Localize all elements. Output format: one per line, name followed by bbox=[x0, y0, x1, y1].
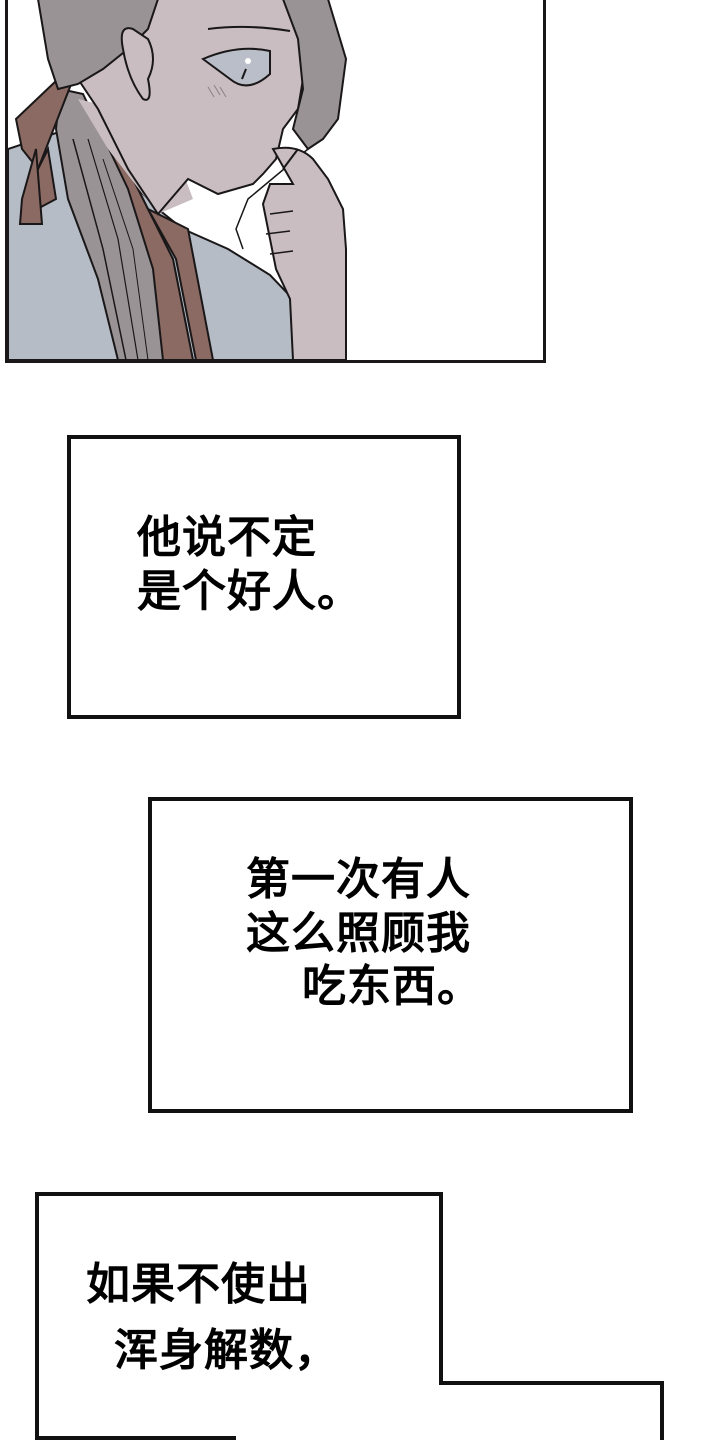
character-profile-illustration bbox=[8, 0, 543, 360]
caption-1-line-2: 是个好人。 bbox=[137, 565, 362, 617]
caption-3-line-1: 如果不使出 bbox=[86, 1259, 311, 1310]
caption-2-line-2: 这么照顾我 bbox=[246, 907, 471, 959]
caption-box-3-outline bbox=[35, 1192, 664, 1440]
comic-panel-illustration bbox=[5, 0, 546, 363]
caption-2-line-3: 吃东西。 bbox=[302, 961, 482, 1013]
caption-3-line-2: 浑身解数， bbox=[114, 1325, 339, 1376]
caption-box-1: 他说不定 是个好人。 bbox=[67, 435, 461, 719]
caption-box-3: 如果不使出 浑身解数， bbox=[86, 1252, 339, 1384]
caption-1-line-1: 他说不定 bbox=[137, 512, 317, 563]
caption-box-2: 第一次有人 这么照顾我 吃东西。 bbox=[148, 797, 633, 1113]
caption-2-line-1: 第一次有人 bbox=[246, 854, 471, 905]
